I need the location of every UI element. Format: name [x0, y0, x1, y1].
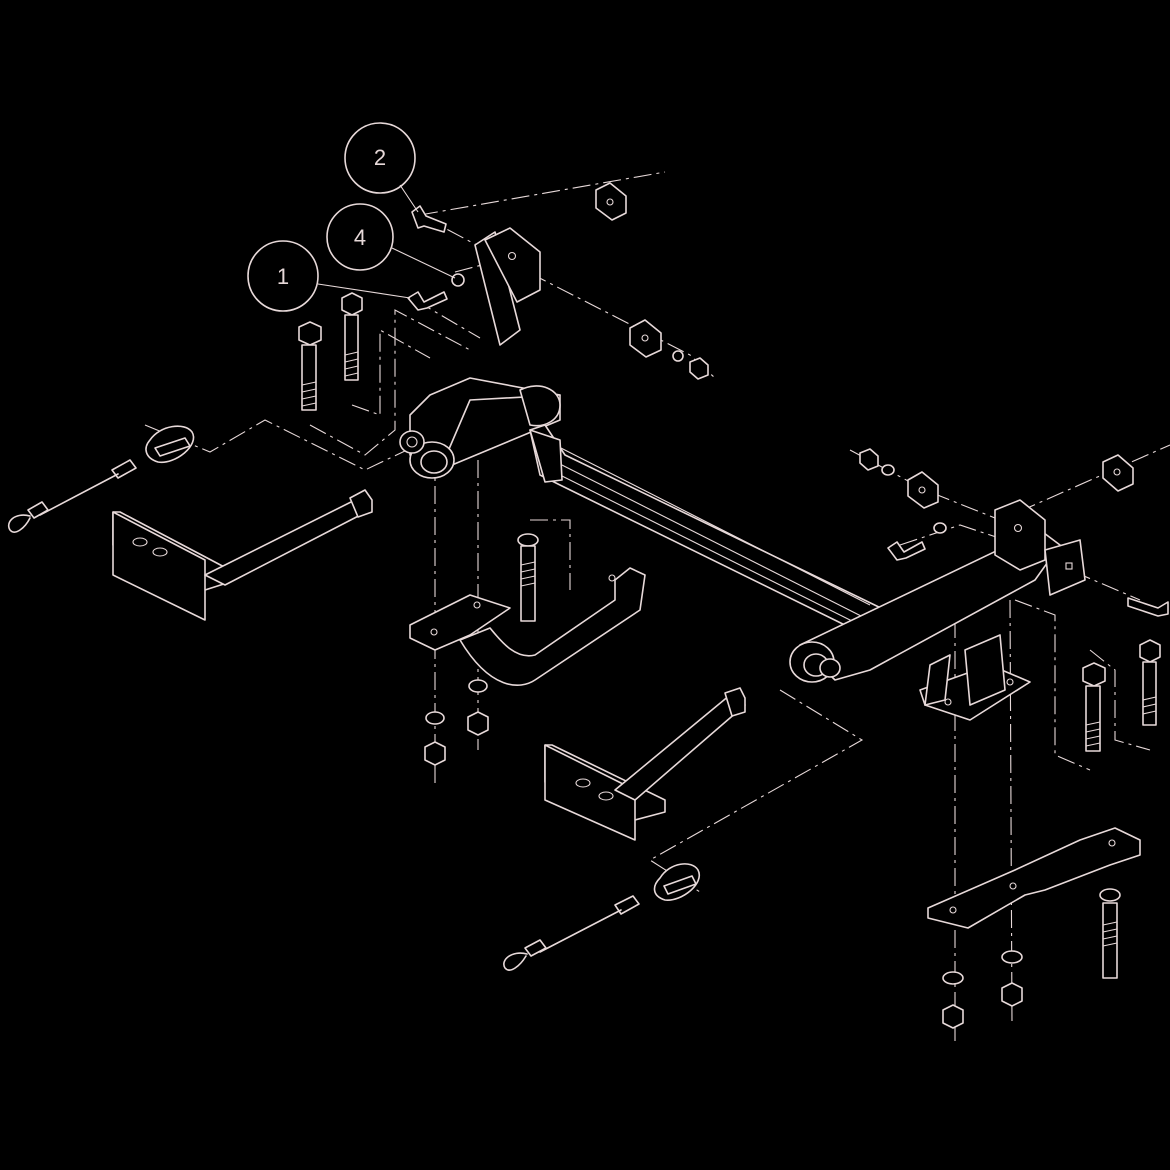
nut-icon: [859, 448, 879, 471]
washer-icon: [468, 679, 488, 693]
callout-2: 2: [344, 122, 419, 213]
washer-icon: [1001, 950, 1023, 964]
bolt-icon: [887, 541, 926, 561]
square-plate-icon: [907, 471, 939, 509]
bolt-icon: [1082, 662, 1106, 752]
square-plate-icon: [629, 319, 662, 358]
nut-icon: [467, 711, 489, 736]
callout-label: 4: [354, 225, 366, 250]
callout-1: 1: [247, 240, 411, 312]
bolt-icon: [1127, 597, 1169, 617]
left-tow-bar-bracket: [112, 489, 373, 621]
bolt-icon: [1099, 888, 1121, 979]
nut-icon: [942, 1004, 964, 1029]
bolt-icon: [411, 205, 447, 233]
nut-icon: [424, 741, 446, 766]
fastener-hardware: [424, 182, 1134, 1029]
nut-icon: [1001, 982, 1023, 1007]
washer-icon: [672, 350, 684, 362]
bolt-icon: [1139, 639, 1161, 726]
callout-label: 1: [277, 264, 289, 289]
main-cross-beam: [529, 424, 886, 641]
washer-icon: [425, 711, 445, 725]
right-strap-plate: [927, 827, 1141, 929]
callout-label: 2: [374, 145, 386, 170]
bolts: [298, 205, 1169, 979]
left-safety-cable: [8, 425, 195, 533]
bolt-icon: [407, 291, 448, 311]
center-u-bracket: [409, 567, 646, 686]
bolt-icon: [517, 533, 539, 622]
washer-icon: [933, 522, 947, 534]
bolt-icon: [298, 321, 322, 411]
right-tow-bar-bracket: [544, 687, 746, 841]
callouts: 2 4 1: [247, 122, 456, 312]
nut-icon: [689, 357, 709, 380]
washer-icon: [451, 273, 465, 287]
washer-icon: [881, 464, 895, 476]
callout-4: 4: [326, 203, 456, 279]
square-plate-icon: [1102, 454, 1134, 492]
right-safety-cable: [503, 863, 701, 971]
square-plate-icon: [595, 182, 627, 221]
right-receiver-frame: [789, 499, 1086, 721]
bolt-icon: [341, 292, 363, 381]
washer-icon: [942, 971, 964, 985]
left-mount-bracket: [399, 227, 561, 479]
safety-cables: [8, 425, 701, 971]
